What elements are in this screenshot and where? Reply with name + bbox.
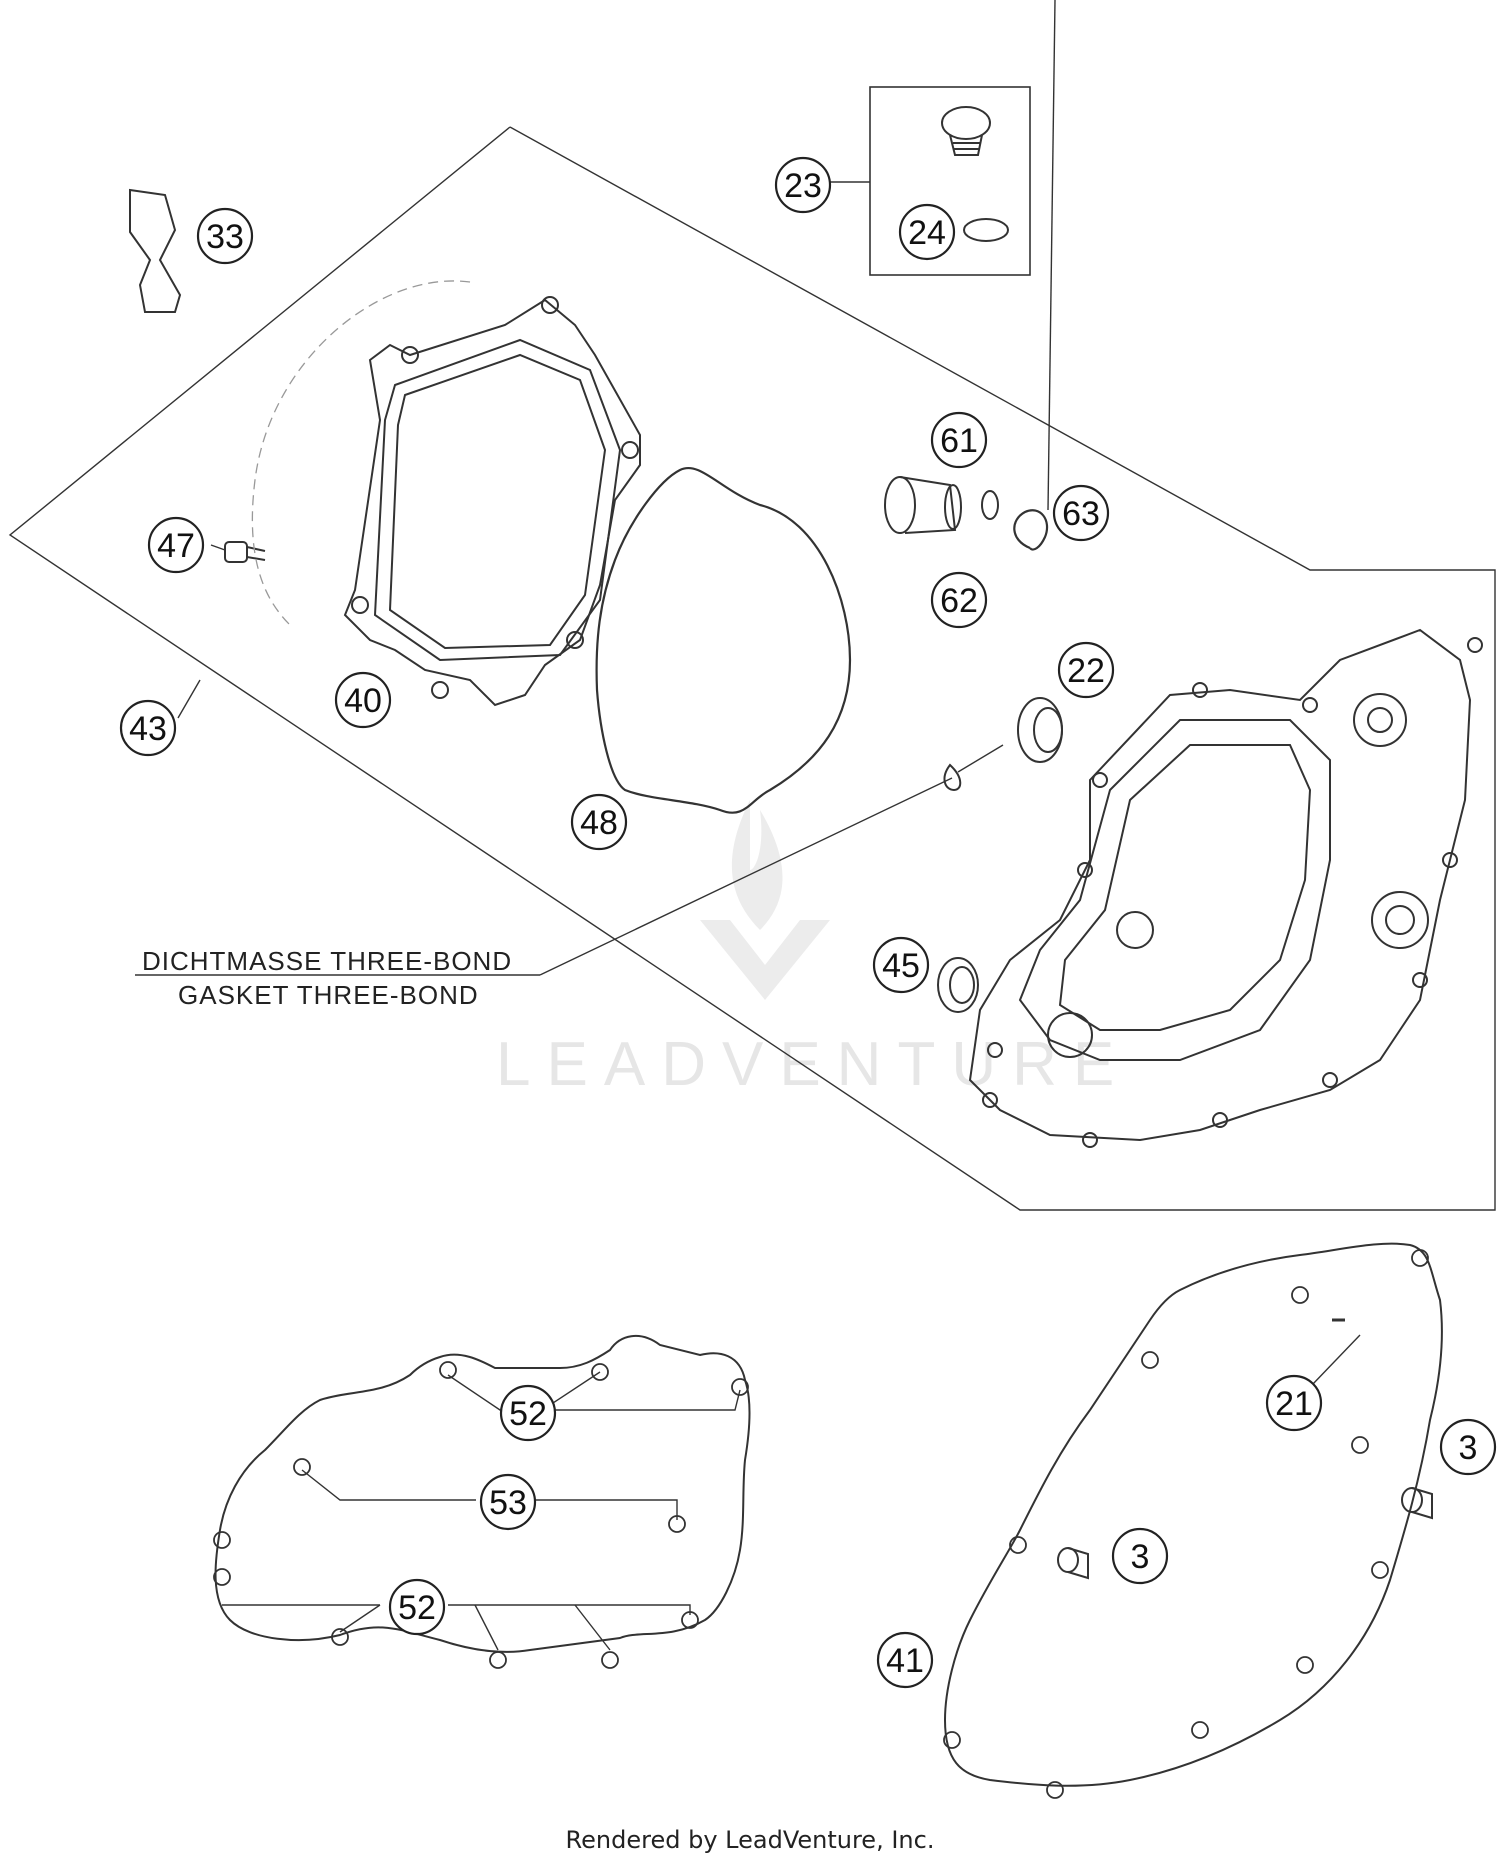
gasket-outline-right xyxy=(943,1242,1443,1787)
oil-seal xyxy=(937,957,979,1013)
bracket xyxy=(129,188,182,313)
callout-21: 21 xyxy=(1275,1385,1313,1423)
callout-61: 61 xyxy=(940,422,978,460)
leader-lines xyxy=(135,0,1361,1651)
callout-52-bottom: 52 xyxy=(398,1589,436,1627)
oil-plug xyxy=(941,106,991,156)
watermark-text: LEADVENTURE xyxy=(496,1030,1130,1099)
clutch-cover xyxy=(343,296,641,707)
watermark-logo xyxy=(700,800,830,1000)
callout-43: 43 xyxy=(129,710,167,748)
callout-labels: 23 24 33 61 63 47 62 22 40 43 48 45 52 5… xyxy=(129,167,1477,1680)
footer-credit: Rendered by LeadVenture, Inc. xyxy=(566,1826,935,1854)
callout-22: 22 xyxy=(1067,652,1105,690)
kit-box-oil-plug xyxy=(869,86,1031,276)
sealant-note-line1: DICHTMASSE THREE-BOND xyxy=(142,946,512,976)
callout-33: 33 xyxy=(206,218,244,256)
callout-41: 41 xyxy=(886,1642,924,1680)
callout-47: 47 xyxy=(157,527,195,565)
callout-45: 45 xyxy=(882,947,920,985)
adjuster-shaft xyxy=(884,476,962,534)
callout-circles xyxy=(119,156,1497,1689)
callout-24: 24 xyxy=(908,214,946,252)
callout-3-center: 3 xyxy=(1131,1538,1150,1576)
sealant-note-line2: GASKET THREE-BOND xyxy=(178,980,479,1010)
callout-40: 40 xyxy=(344,682,382,720)
assembly-outline xyxy=(8,126,1496,1211)
callout-63: 63 xyxy=(1062,495,1100,533)
dowel-pin xyxy=(1401,1487,1433,1520)
callout-3-right: 3 xyxy=(1459,1429,1478,1467)
gasket-right-holes xyxy=(943,1249,1429,1799)
cover-gasket xyxy=(595,467,852,814)
gasket-left-holes xyxy=(213,1361,749,1669)
sealant-drop xyxy=(943,763,962,792)
callout-48: 48 xyxy=(580,804,618,842)
dowel-pin-2 xyxy=(1057,1547,1089,1580)
bolt xyxy=(224,541,266,563)
circlip xyxy=(1013,509,1049,551)
shaft-seal xyxy=(1017,697,1063,763)
clutch-housing-cover xyxy=(968,628,1483,1148)
callout-62: 62 xyxy=(940,582,978,620)
gasket-outline-left xyxy=(214,1335,751,1653)
callout-23: 23 xyxy=(784,167,822,205)
dashed-arc xyxy=(251,280,471,626)
callout-53: 53 xyxy=(489,1484,527,1522)
shim xyxy=(981,490,999,520)
callout-52-top: 52 xyxy=(509,1395,547,1433)
o-ring xyxy=(963,218,1009,242)
